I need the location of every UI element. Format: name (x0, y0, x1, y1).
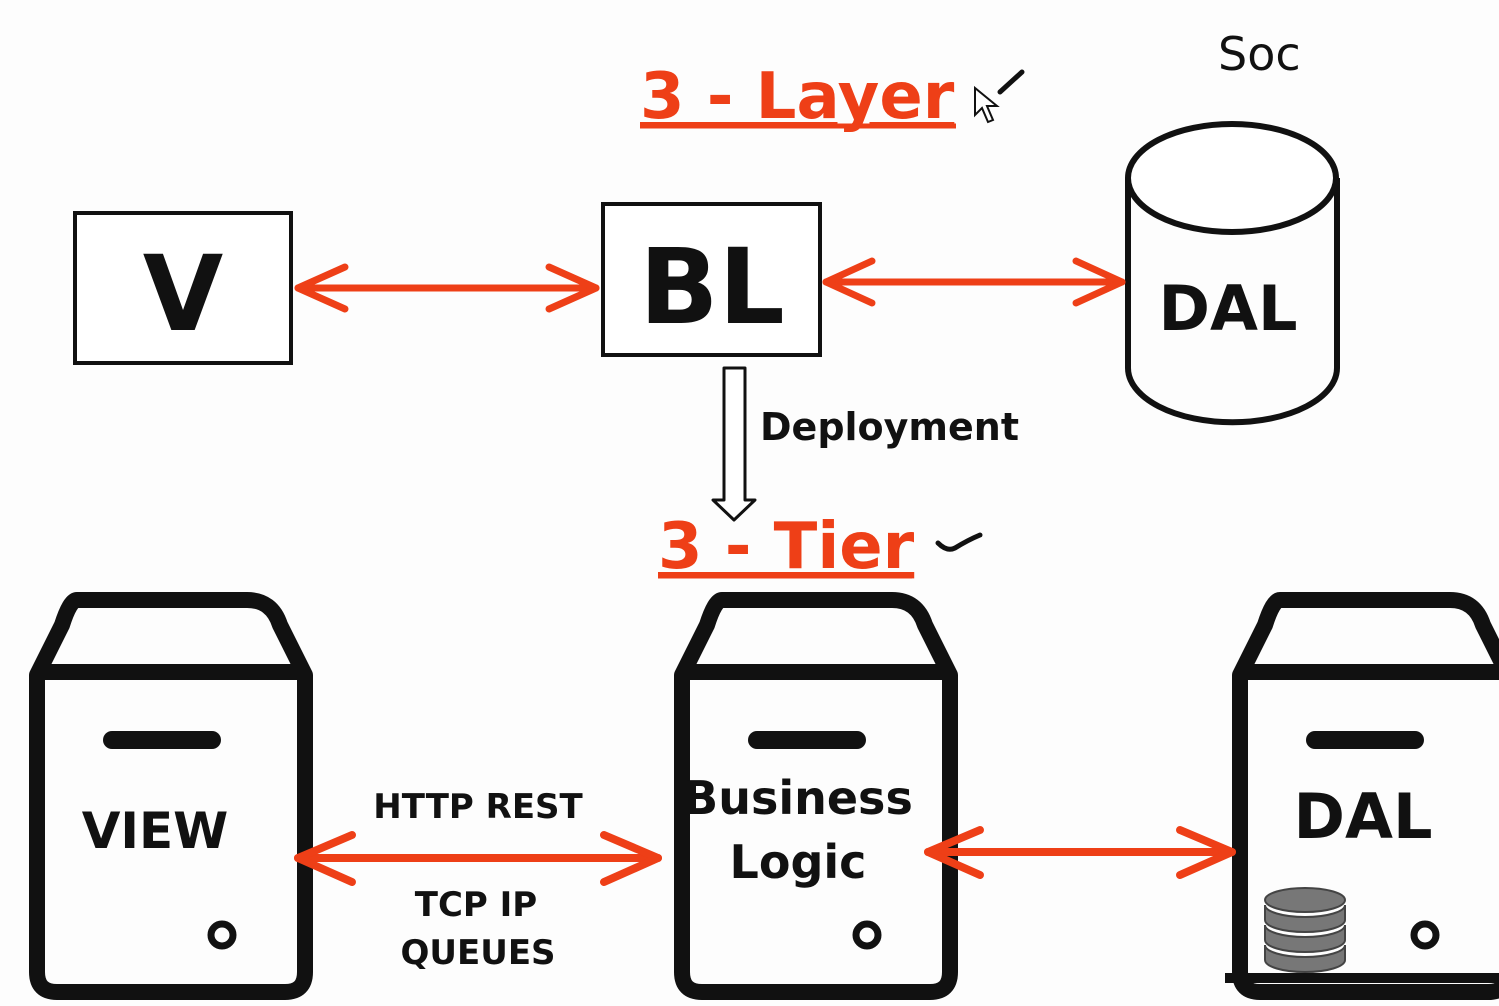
dal-server-label: DAL (1294, 780, 1433, 853)
view-business-double-arrow (294, 831, 662, 886)
business-server-label-line1: Business (683, 771, 913, 825)
view-box-label: V (143, 233, 224, 355)
business-dal-double-arrow (924, 826, 1236, 879)
layer-title: 3 - Layer (640, 60, 955, 134)
dal-database-cylinder (1125, 121, 1340, 426)
protocol-label-tcp: TCP IP (415, 885, 537, 925)
bl-dal-double-arrow (822, 257, 1126, 307)
check-mark-icon (997, 69, 1025, 95)
view-server-label: VIEW (82, 802, 229, 860)
deployment-label: Deployment (760, 405, 1019, 449)
protocol-label-queues: QUEUES (400, 933, 555, 973)
view-bl-double-arrow (294, 263, 600, 313)
mouse-cursor-icon (974, 85, 1000, 124)
deployment-arrow-icon (711, 366, 757, 522)
business-server-label-line2: Logic (730, 835, 867, 889)
tier-title: 3 - Tier (658, 510, 915, 584)
view-server-icon (37, 600, 305, 992)
bl-box (601, 202, 822, 357)
check-mark-icon (935, 532, 983, 552)
bl-box-label: BL (639, 226, 785, 348)
view-box (73, 211, 293, 365)
protocol-label-http: HTTP REST (373, 787, 583, 827)
dal-cylinder-label: DAL (1159, 272, 1298, 345)
soc-annotation: Soc (1218, 27, 1301, 81)
database-stack-icon (1264, 887, 1346, 973)
